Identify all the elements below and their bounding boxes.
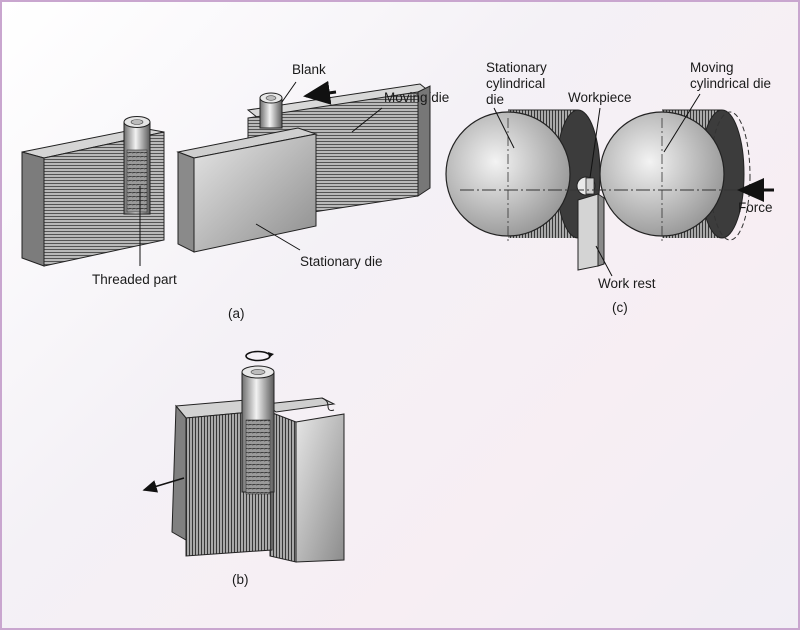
workpiece xyxy=(576,176,596,196)
blank-leader xyxy=(281,81,297,103)
work-rest xyxy=(577,193,605,271)
stationary-die xyxy=(176,127,318,253)
rotation-arrow-icon xyxy=(245,350,274,362)
moving-cylindrical-die xyxy=(599,109,751,241)
threaded-part-label: Threaded part xyxy=(92,272,177,287)
caption-a: (a) xyxy=(228,306,245,321)
panel-c: Stationary cylindrical die Workpiece Mov… xyxy=(445,60,774,315)
moving-die-c-label-2: cylindrical die xyxy=(690,76,771,91)
stationary-die-c-label-1: Stationary xyxy=(486,60,547,75)
moving-die-label: Moving die xyxy=(384,90,449,105)
moving-die-c-label-1: Moving xyxy=(690,60,734,75)
stationary-die-c-label-2: cylindrical xyxy=(486,76,545,91)
stationary-cylindrical-die xyxy=(445,109,601,239)
stationary-die-label: Stationary die xyxy=(300,254,383,269)
caption-c: (c) xyxy=(612,300,628,315)
threaded-part xyxy=(123,116,151,215)
panel-b: (b) xyxy=(142,350,345,587)
blank-cylinder xyxy=(259,92,283,129)
panel-a: Blank Moving die Threaded part Stationar… xyxy=(21,62,449,321)
planetary-threaded-part xyxy=(241,365,275,495)
force-label: Force xyxy=(738,200,773,215)
blank-label: Blank xyxy=(292,62,326,77)
stationary-die-c-label-3: die xyxy=(486,92,504,107)
die-motion-arrow xyxy=(303,80,337,105)
planetary-stationary-segment xyxy=(264,397,345,563)
caption-b: (b) xyxy=(232,572,249,587)
stationary-die-leader xyxy=(255,223,301,251)
workpiece-label: Workpiece xyxy=(568,90,632,105)
segment-motion-arrow xyxy=(142,477,185,493)
moving-die-leader xyxy=(351,107,383,133)
work-rest-label: Work rest xyxy=(598,276,656,291)
